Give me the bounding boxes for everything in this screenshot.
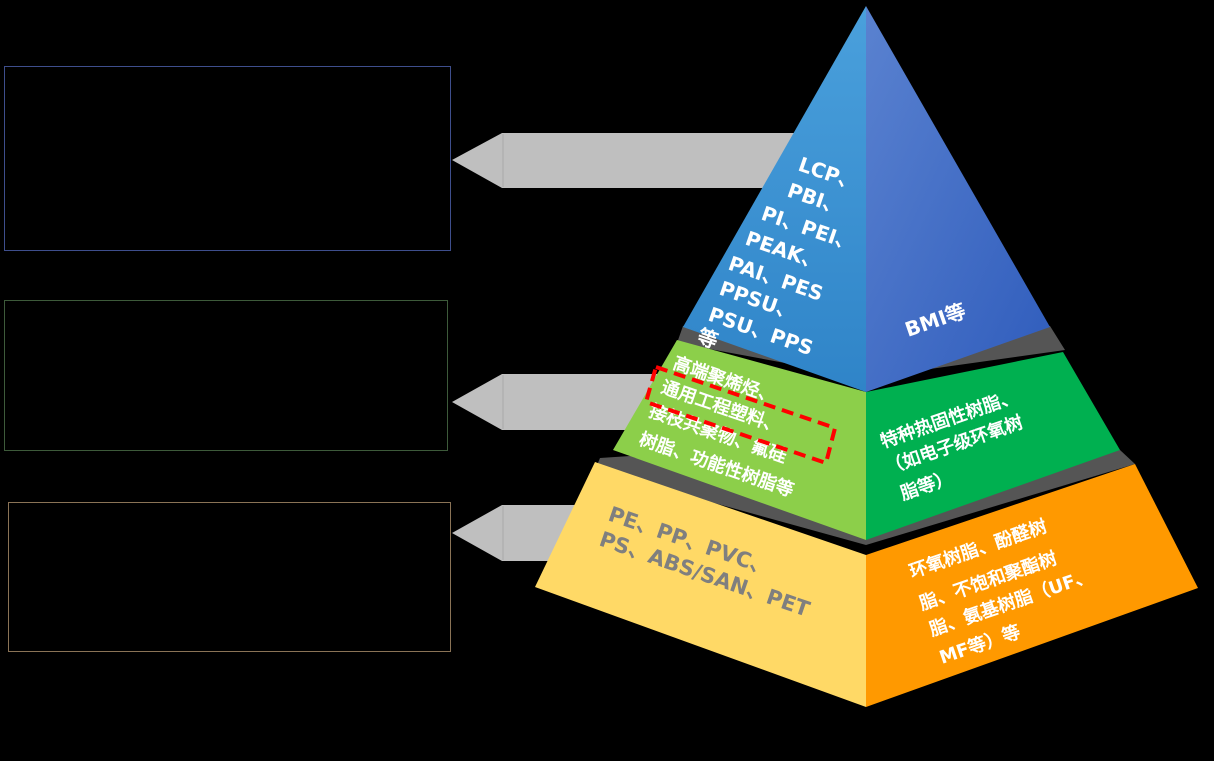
box-bottom-tier	[8, 502, 451, 652]
middle-tier-left-face	[613, 340, 866, 540]
highlight-box	[643, 364, 838, 466]
middle-tier-right-face	[866, 352, 1120, 540]
bottom-tier-right-face	[866, 464, 1198, 707]
box-top-tier	[4, 66, 451, 251]
arrow-top-tier	[452, 133, 800, 188]
top-tier-right-face	[866, 6, 1050, 392]
box-middle-tier	[4, 300, 448, 451]
top-tier-left-face	[683, 6, 866, 392]
arrow-middle-tier	[452, 374, 690, 430]
bottom-tier-left-face	[535, 462, 866, 707]
